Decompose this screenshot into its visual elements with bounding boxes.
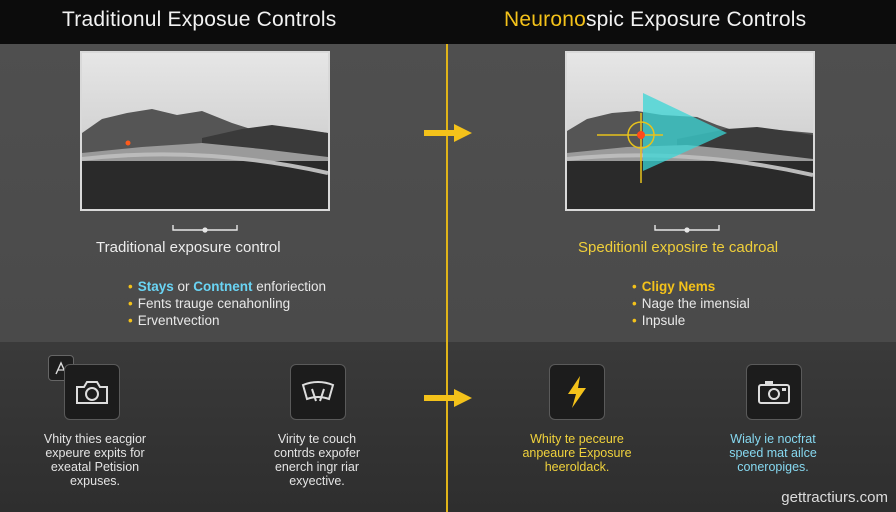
feature-camera-icon-box <box>64 364 120 420</box>
neuromorphic-landscape-photo <box>565 51 815 211</box>
feature-description: Vhity thies eacgior expeure expits for e… <box>43 432 147 488</box>
steering-wheel-icon <box>301 381 335 402</box>
photo-bracket <box>654 225 720 233</box>
feature-camera2-icon-box <box>746 364 802 420</box>
list-item: •Cligy Nems <box>632 279 716 294</box>
right-title-highlight: Neurono <box>504 8 586 31</box>
watermark: gettractiurs.com <box>781 489 888 506</box>
center-divider <box>446 44 448 512</box>
left-caption: Traditional exposure control <box>96 239 281 256</box>
camera-icon <box>758 381 790 404</box>
photo-bracket <box>172 225 238 233</box>
list-item: •Stays or Contnent enforiection <box>128 279 327 294</box>
left-title: Traditionul Exposue Controls <box>62 8 337 31</box>
right-bullet-list: •Cligy Nems •Nage the imensial •Inpsule <box>632 278 750 329</box>
feature-lightning-icon-box <box>549 364 605 420</box>
right-title-rest: spic Exposure Controls <box>585 8 807 31</box>
arrow-right-icon <box>424 124 472 142</box>
lightning-icon <box>568 376 586 408</box>
feature-description: Virity te couch contrds expofer enerch i… <box>273 432 361 488</box>
header-bar <box>0 0 896 44</box>
feature-description: Wialy ie nocfrat speed mat ailce conerop… <box>729 432 817 474</box>
feature-wheel-icon-box <box>290 364 346 420</box>
feature-description: Whity te peceure anpeaure Exposure heero… <box>522 432 632 474</box>
list-item: •Erventvection <box>128 313 220 328</box>
right-caption: Speditionil exposire te cadroal <box>578 239 779 256</box>
list-item: •Fents trauge cenahonling <box>128 296 291 311</box>
left-bullet-list: •Stays or Contnent enforiection •Fents t… <box>128 278 326 329</box>
right-title: Neuronospic Exposure Controls <box>504 8 806 32</box>
traditional-landscape-photo <box>80 51 330 211</box>
list-item: •Nage the imensial <box>632 296 750 311</box>
list-item: •Inpsule <box>632 313 686 328</box>
arrow-right-icon <box>424 389 472 407</box>
camera-icon <box>76 381 108 404</box>
